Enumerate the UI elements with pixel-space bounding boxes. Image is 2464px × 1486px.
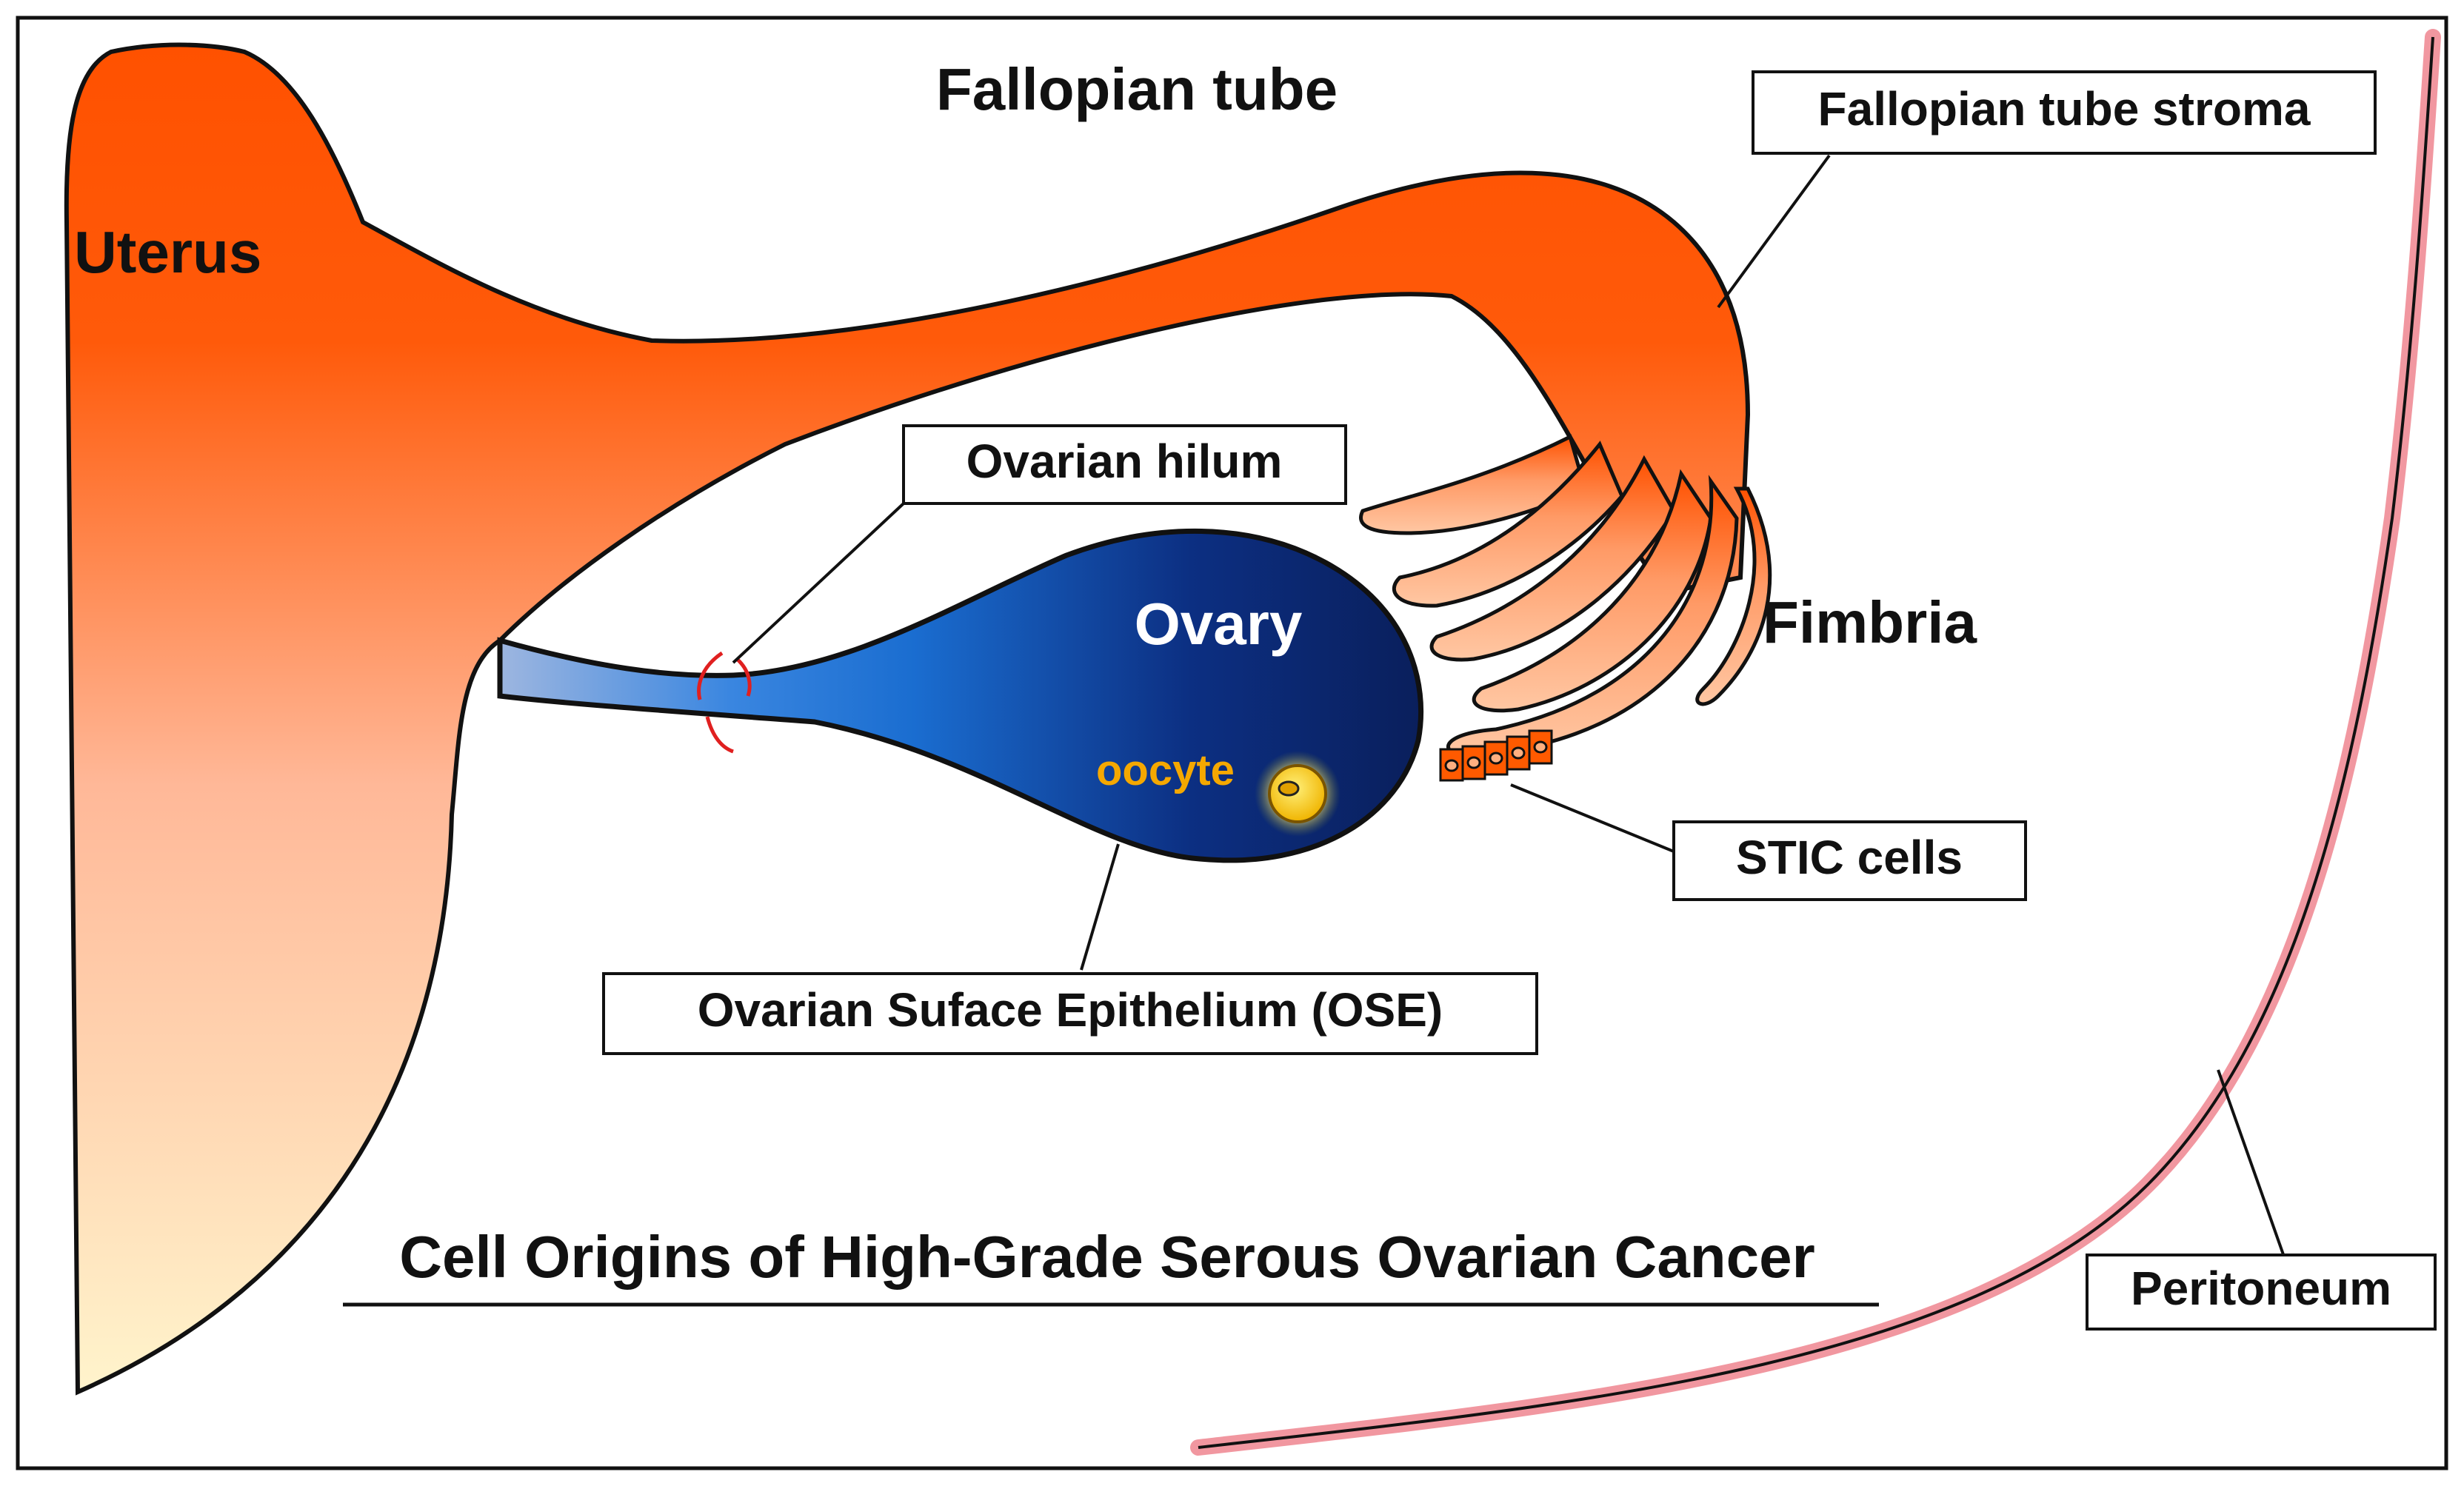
fimbria-fingers	[1359, 434, 1772, 757]
leader-ose	[1080, 843, 1120, 971]
uterus-shape	[64, 42, 1751, 1396]
fimbria-finger-4	[1472, 469, 1713, 713]
stic-cells	[1439, 729, 1553, 782]
label-oocyte: oocyte	[1096, 746, 1235, 794]
ovary-shape	[497, 528, 1424, 863]
fimbria-finger-3	[1429, 455, 1676, 662]
leader-peritoneum	[2217, 1069, 2286, 1259]
box-stic-cells: STIC cells	[1672, 820, 2027, 901]
label-peritoneum: Peritoneum	[2131, 1262, 2391, 1315]
leader-lines	[732, 154, 2286, 1259]
stic-cell	[1506, 735, 1531, 771]
label-fallopian-tube-stroma: Fallopian tube stroma	[1818, 82, 2311, 135]
label-fallopian-tube: Fallopian tube	[936, 56, 1338, 122]
oocyte	[1255, 751, 1340, 837]
hilum-marker	[697, 651, 752, 754]
label-ose: Ovarian Suface Epithelium (OSE)	[698, 983, 1443, 1037]
label-stic-cells: STIC cells	[1736, 831, 1963, 884]
label-fimbria: Fimbria	[1763, 589, 1977, 655]
box-peritoneum: Peritoneum	[2086, 1254, 2437, 1331]
leader-stroma	[1717, 154, 1831, 309]
leader-stic	[1510, 783, 1675, 853]
diagram-title: Cell Origins of High-Grade Serous Ovaria…	[399, 1224, 1815, 1290]
fimbria-finger-2	[1392, 441, 1624, 608]
box-fallopian-tube-stroma: Fallopian tube stroma	[1752, 70, 2377, 155]
fimbria-finger-5	[1446, 475, 1739, 757]
label-uterus: Uterus	[74, 219, 261, 285]
label-ovary: Ovary	[1135, 591, 1303, 657]
box-ovarian-hilum: Ovarian hilum	[902, 424, 1347, 505]
leader-hilum	[732, 502, 905, 664]
label-ovarian-hilum: Ovarian hilum	[966, 435, 1283, 488]
oocyte-nucleus	[1278, 780, 1300, 797]
box-ose: Ovarian Suface Epithelium (OSE)	[602, 972, 1538, 1055]
fimbria-finger-1	[1359, 434, 1587, 535]
oocyte-cell	[1268, 764, 1327, 823]
fimbria-finger-6	[1695, 486, 1772, 706]
